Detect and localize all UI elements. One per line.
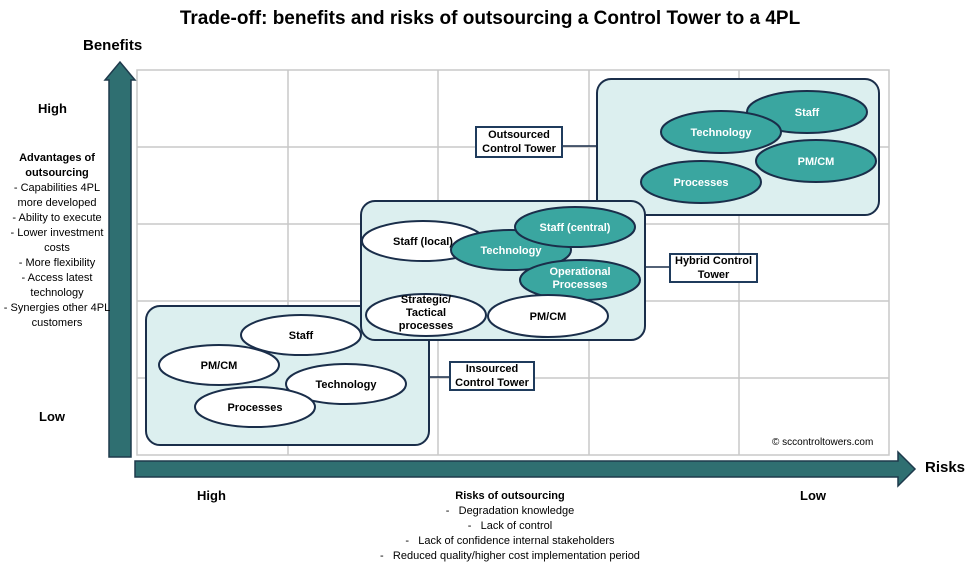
advantages-item: - Synergies other 4PL customers bbox=[3, 302, 111, 329]
advantages-item: - Lower investment costs bbox=[10, 227, 104, 254]
hybrid-staff-central-ellipse: Staff (central) bbox=[514, 206, 636, 248]
advantages-heading: Advantages of outsourcing bbox=[19, 152, 95, 179]
hybrid-pmcm-label: PM/CM bbox=[530, 311, 567, 323]
outsourced-pmcm-label: PM/CM bbox=[798, 156, 835, 168]
hybrid-strategic-label: Strategic/ Tactical processes bbox=[398, 294, 454, 332]
connectors bbox=[428, 145, 669, 378]
advantages-item: - More flexibility bbox=[18, 257, 96, 269]
risks-list: Risks of outsourcing - Degradation knowl… bbox=[330, 489, 690, 564]
benefits-axis-arrow bbox=[103, 60, 137, 458]
risks-axis-arrow bbox=[134, 450, 917, 488]
insourced-processes-label: Processes bbox=[227, 402, 282, 414]
hybrid-pmcm-ellipse: PM/CM bbox=[487, 294, 609, 338]
advantages-item: - Ability to execute bbox=[12, 212, 102, 224]
outsourced-label: Outsourced Control Tower bbox=[475, 126, 563, 158]
outsourced-staff-label: Staff bbox=[795, 107, 820, 119]
outsourced-pmcm-ellipse: PM/CM bbox=[755, 139, 877, 183]
advantages-item: - Capabilities 4PL more developed bbox=[13, 182, 101, 209]
insourced-pmcm-label: PM/CM bbox=[201, 360, 238, 372]
insourced-pmcm-ellipse: PM/CM bbox=[158, 344, 280, 386]
insourced-staff-ellipse: Staff bbox=[240, 314, 362, 356]
x-axis-high: High bbox=[197, 488, 226, 503]
y-axis-high: High bbox=[38, 101, 67, 116]
hybrid-technology-label: Technology bbox=[481, 245, 543, 257]
x-axis-title: Risks bbox=[925, 459, 966, 476]
hybrid-label: Hybrid Control Tower bbox=[669, 253, 758, 283]
outsourced-technology-ellipse: Technology bbox=[660, 110, 782, 154]
chart-title: Trade-off: benefits and risks of outsour… bbox=[179, 8, 801, 29]
advantages-list: Advantages of outsourcing - Capabilities… bbox=[2, 151, 112, 331]
y-axis-low: Low bbox=[39, 409, 65, 424]
risks-item: - Lack of confidence internal stakeholde… bbox=[405, 535, 615, 547]
hybrid-operational-processes-ellipse: Operational Processes bbox=[519, 259, 641, 301]
insourced-technology-ellipse: Technology bbox=[285, 363, 407, 405]
risks-item: - Degradation knowledge bbox=[445, 505, 575, 517]
hybrid-strategic-ellipse: Strategic/ Tactical processes bbox=[365, 293, 487, 337]
insourced-technology-label: Technology bbox=[316, 379, 378, 391]
copyright-text: © sccontroltowers.com bbox=[772, 437, 874, 448]
insourced-label: Insourced Control Tower bbox=[449, 361, 535, 391]
outsourced-processes-ellipse: Processes bbox=[640, 160, 762, 204]
advantages-item: - Access latest technology bbox=[21, 272, 93, 299]
risks-item: - Reduced quality/higher cost implementa… bbox=[380, 550, 640, 562]
risks-item: - Lack of control bbox=[467, 520, 553, 532]
outsourced-processes-label: Processes bbox=[673, 177, 728, 189]
insourced-processes-ellipse: Processes bbox=[194, 386, 316, 428]
hybrid-operational-processes-label: Operational Processes bbox=[549, 266, 611, 291]
x-axis-low: Low bbox=[800, 488, 826, 503]
hybrid-staff-central-label: Staff (central) bbox=[540, 222, 611, 234]
hybrid-staff-local-label: Staff (local) bbox=[393, 236, 453, 248]
insourced-staff-label: Staff bbox=[289, 330, 314, 342]
risks-heading: Risks of outsourcing bbox=[455, 490, 565, 502]
outsourced-technology-label: Technology bbox=[691, 127, 753, 139]
y-axis-title: Benefits bbox=[83, 37, 143, 54]
